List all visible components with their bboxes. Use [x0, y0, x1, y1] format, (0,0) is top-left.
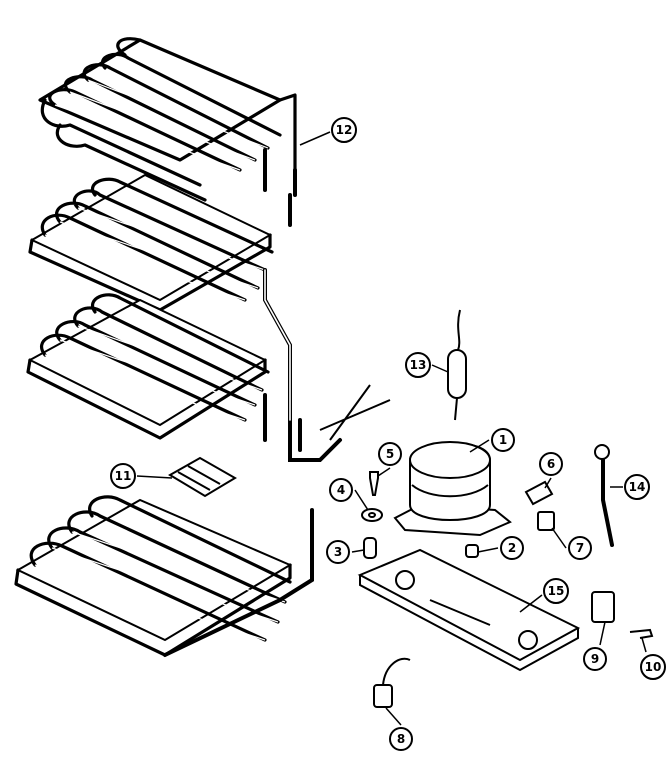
callout-number: 7 [576, 541, 584, 555]
drain-tube-part-14 [594, 444, 614, 547]
leader-lines [136, 131, 647, 726]
callout-1: 1 [491, 428, 515, 452]
callout-number: 11 [115, 469, 132, 483]
callout-11: 11 [110, 463, 136, 489]
callout-number: 10 [645, 660, 662, 674]
callout-number: 6 [547, 457, 555, 471]
power-cord-part-8 [373, 657, 411, 708]
callout-number: 9 [591, 652, 599, 666]
callout-number: 15 [548, 584, 565, 598]
callout-number: 3 [334, 545, 342, 559]
coil-shelf-top [38, 37, 297, 202]
callout-9: 9 [583, 647, 607, 671]
washer-part-4 [361, 508, 383, 522]
callout-number: 13 [410, 358, 427, 372]
relay-part-6 [524, 480, 554, 506]
coil-shelf-upper-middle [28, 173, 274, 312]
callout-number: 1 [499, 433, 507, 447]
callout-6: 6 [539, 452, 563, 476]
callout-15: 15 [543, 578, 569, 604]
grommet-part-2 [465, 544, 479, 558]
connecting-tubing [163, 148, 391, 657]
callout-14: 14 [624, 474, 650, 500]
callout-2: 2 [500, 536, 524, 560]
callout-10: 10 [640, 654, 666, 680]
callout-number: 5 [386, 447, 394, 461]
overload-part-7 [537, 511, 555, 531]
spacer-part-3 [363, 537, 377, 559]
callout-number: 8 [397, 732, 405, 746]
clip-part-10 [629, 628, 654, 639]
screw-part-5 [369, 471, 379, 496]
callout-4: 4 [329, 478, 353, 502]
callout-number: 14 [629, 480, 646, 494]
compressor-part [393, 441, 512, 537]
callout-8: 8 [389, 727, 413, 751]
callout-3: 3 [326, 540, 350, 564]
callout-7: 7 [568, 536, 592, 560]
callout-12: 12 [331, 117, 357, 143]
filter-drier-part [447, 309, 467, 421]
callout-number: 4 [337, 483, 345, 497]
callout-number: 2 [508, 541, 516, 555]
callout-13: 13 [405, 352, 431, 378]
thermostat-part-9 [591, 591, 615, 623]
callout-number: 12 [336, 123, 353, 137]
base-plate-part [357, 548, 581, 672]
tray-part [168, 456, 237, 498]
callout-5: 5 [378, 442, 402, 466]
coil-shelf-lower-middle [26, 293, 270, 440]
coil-shelf-bottom [14, 495, 293, 657]
